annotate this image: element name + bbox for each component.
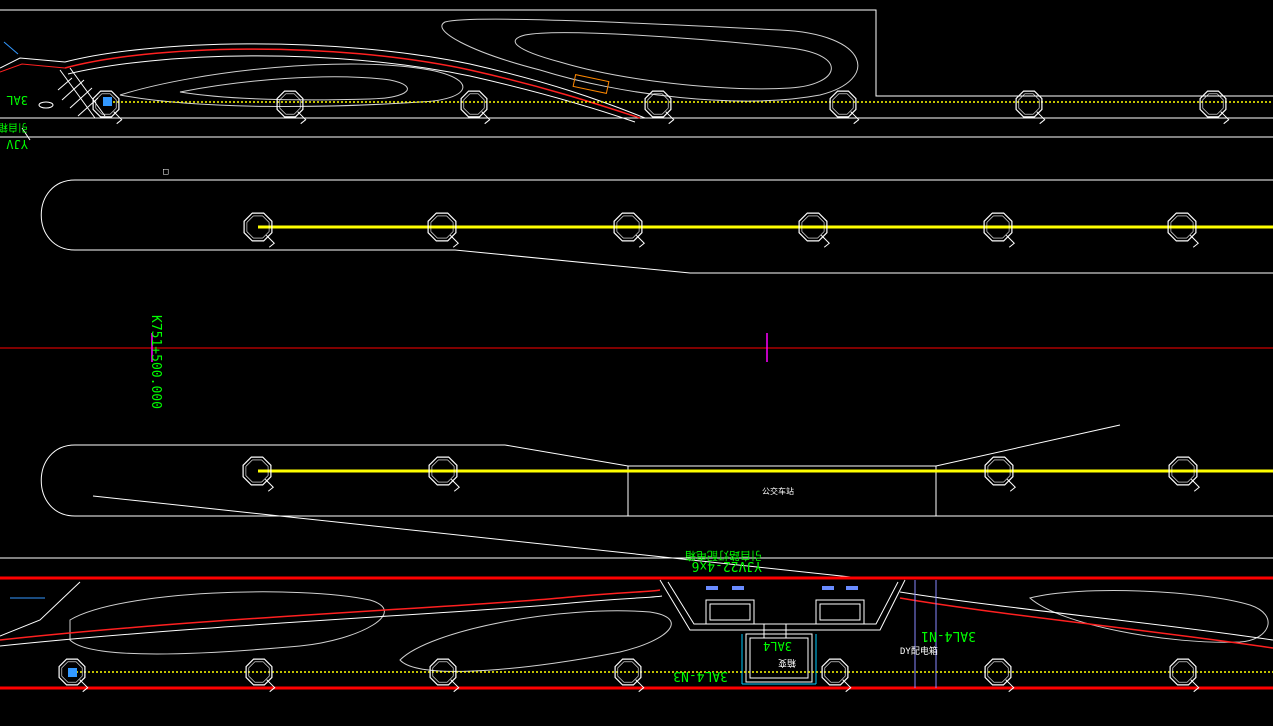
top-lamps xyxy=(92,90,1230,125)
lower-island-outline xyxy=(40,444,1273,517)
top-boundary xyxy=(0,9,1273,97)
bottom-curb-white-right xyxy=(899,591,1273,641)
lower-median-island: 公交车站 xyxy=(0,424,1273,579)
contour-blob-2 xyxy=(514,32,832,90)
cabinet-box-left xyxy=(705,599,755,625)
cabinet-box-right xyxy=(815,599,865,625)
top-left-device xyxy=(103,97,112,106)
street-lamp-icon xyxy=(1199,90,1230,125)
street-lamp-icon xyxy=(242,456,274,492)
station-label: K751+500.000 xyxy=(148,315,163,409)
street-lamp-icon xyxy=(829,90,860,125)
distribution-box-label: DY配电箱 xyxy=(900,645,938,657)
contour-blob-3 xyxy=(119,63,464,107)
contour-blob-4 xyxy=(179,76,408,101)
street-lamp-icon xyxy=(243,212,275,248)
left-triangle-mark xyxy=(3,41,19,55)
left-small-ellipse xyxy=(38,101,54,109)
curb-curve-white xyxy=(64,43,646,119)
bottom-lamps xyxy=(58,658,1200,693)
upper-median-lamps xyxy=(243,212,1199,248)
street-lamp-icon xyxy=(92,90,123,125)
street-lamp-icon xyxy=(983,212,1015,248)
bottom-left-lines xyxy=(0,581,81,637)
upper-island-outline xyxy=(40,179,1273,274)
hatch-crossing xyxy=(57,67,106,119)
left-label-1: 3AL xyxy=(6,93,28,107)
left-entry-lines-2 xyxy=(0,63,66,73)
street-lamp-icon xyxy=(1015,90,1046,125)
lower-median-lamps xyxy=(242,456,1200,492)
street-lamp-icon xyxy=(1169,658,1200,693)
street-lamp-icon xyxy=(798,212,830,248)
street-lamp-icon xyxy=(984,456,1016,492)
street-lamp-icon xyxy=(1167,212,1199,248)
lower-diagonal xyxy=(92,495,861,579)
street-lamp-icon xyxy=(613,212,645,248)
bottom-curb-white xyxy=(0,595,663,647)
street-lamp-icon xyxy=(276,90,307,125)
upper-median-island xyxy=(40,179,1273,274)
curb-curve-white-2 xyxy=(67,55,636,123)
bottom-contour-2 xyxy=(399,610,672,672)
transformer-box xyxy=(745,633,813,683)
cabinet-name-label: 箱变 xyxy=(778,657,796,669)
cabinet-outline xyxy=(659,579,906,631)
cable-spec: YJV22-4x6 xyxy=(692,558,762,573)
street-lamp-icon xyxy=(460,90,491,125)
bus-stop-label: 公交车站 xyxy=(762,486,794,496)
contour-blob-1 xyxy=(441,18,859,102)
left-label-3: YJV xyxy=(6,137,28,151)
street-lamp-icon xyxy=(429,658,460,693)
bottom-contour-1 xyxy=(69,591,385,655)
bottom-road-section xyxy=(0,576,1273,690)
street-lamp-icon xyxy=(821,658,852,693)
annotations: 引自路灯配电箱 YJV22-4x6 3AL4-N3 3AL4-N1 3AL4 箱… xyxy=(0,93,976,683)
cable-note: 引自路灯配电箱 xyxy=(685,549,762,563)
street-lamp-icon xyxy=(1168,456,1200,492)
bottom-curb-red-right xyxy=(899,597,1273,649)
cabinet-label: 3AL4 xyxy=(763,639,792,653)
street-lamp-icon xyxy=(984,658,1015,693)
top-road-section xyxy=(0,9,1273,141)
street-lamp-icon xyxy=(644,90,675,125)
street-lamp-icon xyxy=(245,658,276,693)
left-label-2: 引自箱 xyxy=(0,121,28,134)
bottom-contour-3 xyxy=(1028,590,1269,643)
circuit-n1: 3AL4-N1 xyxy=(921,628,976,643)
left-entry-lines xyxy=(0,57,66,69)
bottom-curb-red xyxy=(0,589,661,641)
curb-curve-red xyxy=(64,48,641,119)
street-lamp-icon xyxy=(427,212,459,248)
lower-island-top xyxy=(504,424,1121,467)
street-lamp-icon xyxy=(58,658,89,693)
street-lamp-icon xyxy=(428,456,460,492)
circuit-n3: 3AL4-N3 xyxy=(673,668,728,683)
bottom-left-device xyxy=(68,668,77,677)
street-lamp-icon xyxy=(614,658,645,693)
small-mark: □ xyxy=(163,167,169,177)
orange-device xyxy=(572,74,610,94)
